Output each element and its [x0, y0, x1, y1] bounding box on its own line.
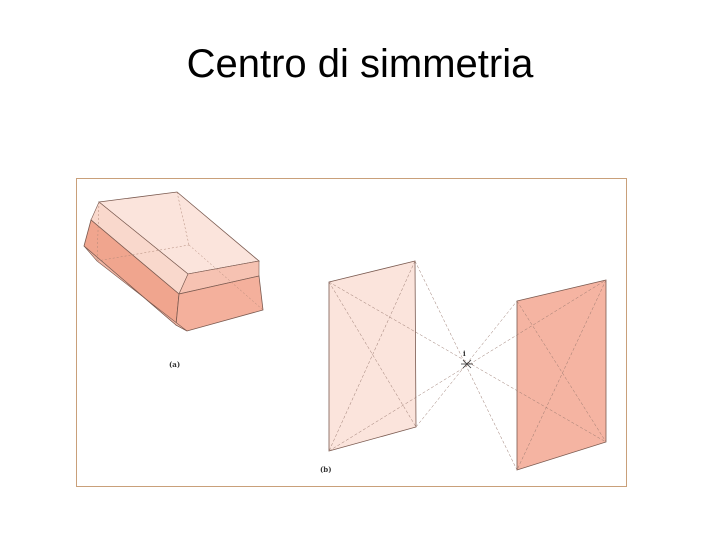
crystal-hidden-edge	[96, 244, 190, 262]
inversion-line	[328, 279, 607, 452]
inversion-drawing	[328, 260, 607, 471]
crystal-drawing	[83, 191, 264, 332]
left-face-diagonal	[328, 281, 417, 428]
crystal-hidden-edge	[188, 244, 264, 311]
crystal-hidden-edge	[96, 201, 100, 262]
slide-title: Centro di simmetria	[186, 42, 534, 86]
symmetry-illustration	[83, 191, 607, 471]
inversion-line	[328, 281, 607, 443]
panel-b-label: (b)	[320, 465, 332, 474]
crystal-hidden-edge	[176, 191, 190, 246]
symmetry-center-icon	[461, 359, 473, 369]
figure-frame: (a) (b) i	[76, 178, 627, 487]
panel-a-label: (a)	[169, 360, 181, 369]
crystal-bottom-edge	[83, 245, 188, 332]
right-face-diagonal	[516, 300, 607, 443]
symmetry-center-label: i	[463, 349, 466, 358]
